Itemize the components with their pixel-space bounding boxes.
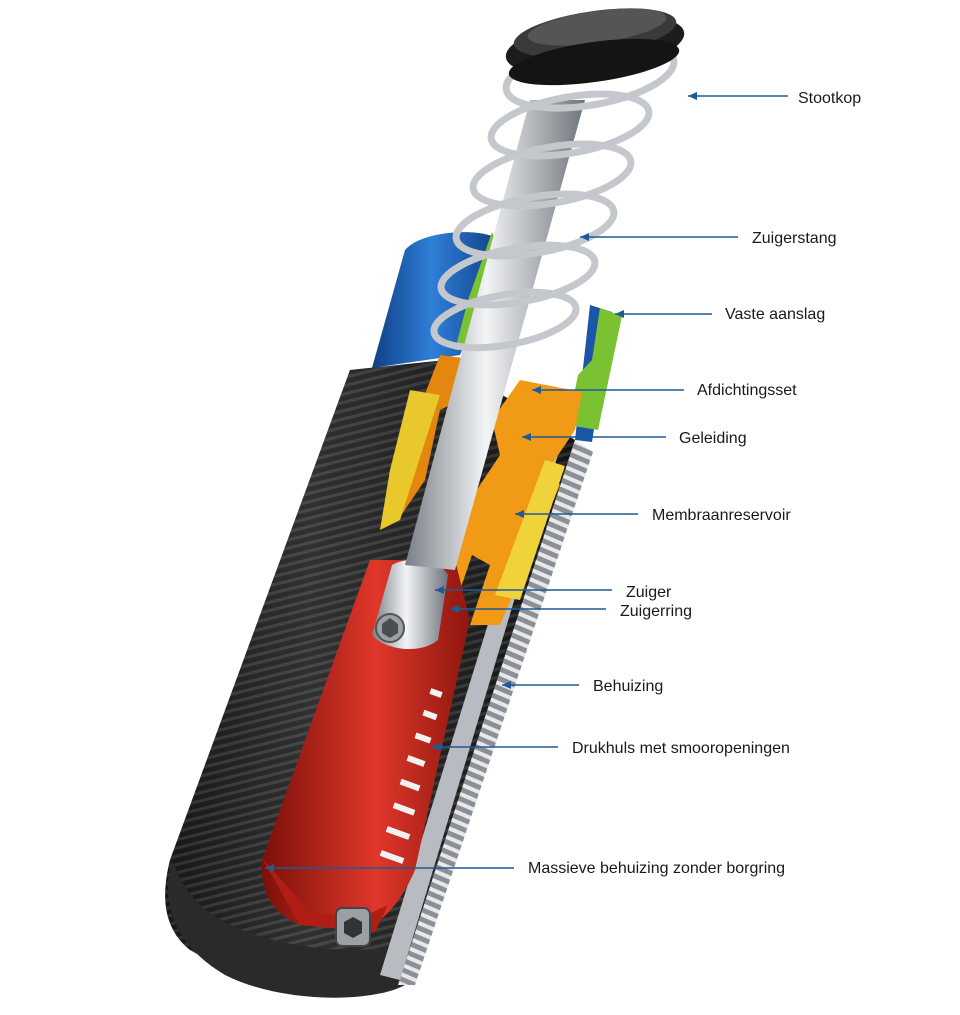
- piston-hex: [382, 618, 398, 638]
- label-vaste-aanslag: Vaste aanslag: [725, 306, 825, 323]
- leader-drukhuls-arrowhead: [432, 743, 441, 751]
- leader-behuizing-arrowhead: [502, 681, 511, 689]
- leader-vaste-aanslag-arrowhead: [615, 310, 624, 318]
- shock-absorber-body: [165, 8, 685, 998]
- label-stootkop: Stootkop: [798, 90, 861, 107]
- label-afdichtingsset: Afdichtingsset: [697, 382, 797, 399]
- label-membraanreservoir: Membraanreservoir: [652, 507, 791, 524]
- sleeve-orifices: [379, 688, 443, 864]
- leader-geleiding-arrowhead: [522, 433, 531, 441]
- label-zuiger: Zuiger: [626, 584, 672, 601]
- yellow-reservoir: [495, 460, 565, 600]
- red-bottom-channel: [262, 858, 388, 932]
- leader-lines: [265, 92, 788, 872]
- impact-head: [505, 8, 685, 86]
- label-massieve-behuizing: Massieve behuizing zonder borgring: [528, 860, 785, 877]
- leader-massieve-arrowhead: [265, 864, 274, 872]
- label-geleiding: Geleiding: [679, 430, 747, 447]
- leader-membraanreservoir-arrowhead: [515, 510, 524, 518]
- leader-zuigerring-arrowhead: [450, 605, 459, 613]
- leader-afdichtingsset-arrowhead: [532, 386, 541, 394]
- leader-zuigerstang-arrowhead: [580, 233, 589, 241]
- bottom-plug: [335, 907, 371, 947]
- piston-rod: [405, 100, 585, 570]
- yellow-reservoir-left: [380, 390, 440, 530]
- label-behuizing: Behuizing: [593, 678, 663, 695]
- housing-cut-wall: [398, 440, 593, 985]
- green-stop: [568, 308, 622, 430]
- label-drukhuls: Drukhuls met smooropeningen: [572, 740, 790, 757]
- green-stop-left: [455, 232, 496, 350]
- red-pressure-sleeve: [261, 560, 470, 930]
- orange-guide: [440, 380, 582, 625]
- housing-bottom-face: [168, 860, 420, 998]
- labels: Stootkop Zuigerstang Vaste aanslag Afdic…: [528, 90, 861, 877]
- label-zuigerring: Zuigerring: [620, 603, 692, 620]
- leader-zuiger-arrowhead: [435, 586, 444, 594]
- label-zuigerstang: Zuigerstang: [752, 230, 837, 247]
- leader-stootkop-arrowhead: [688, 92, 697, 100]
